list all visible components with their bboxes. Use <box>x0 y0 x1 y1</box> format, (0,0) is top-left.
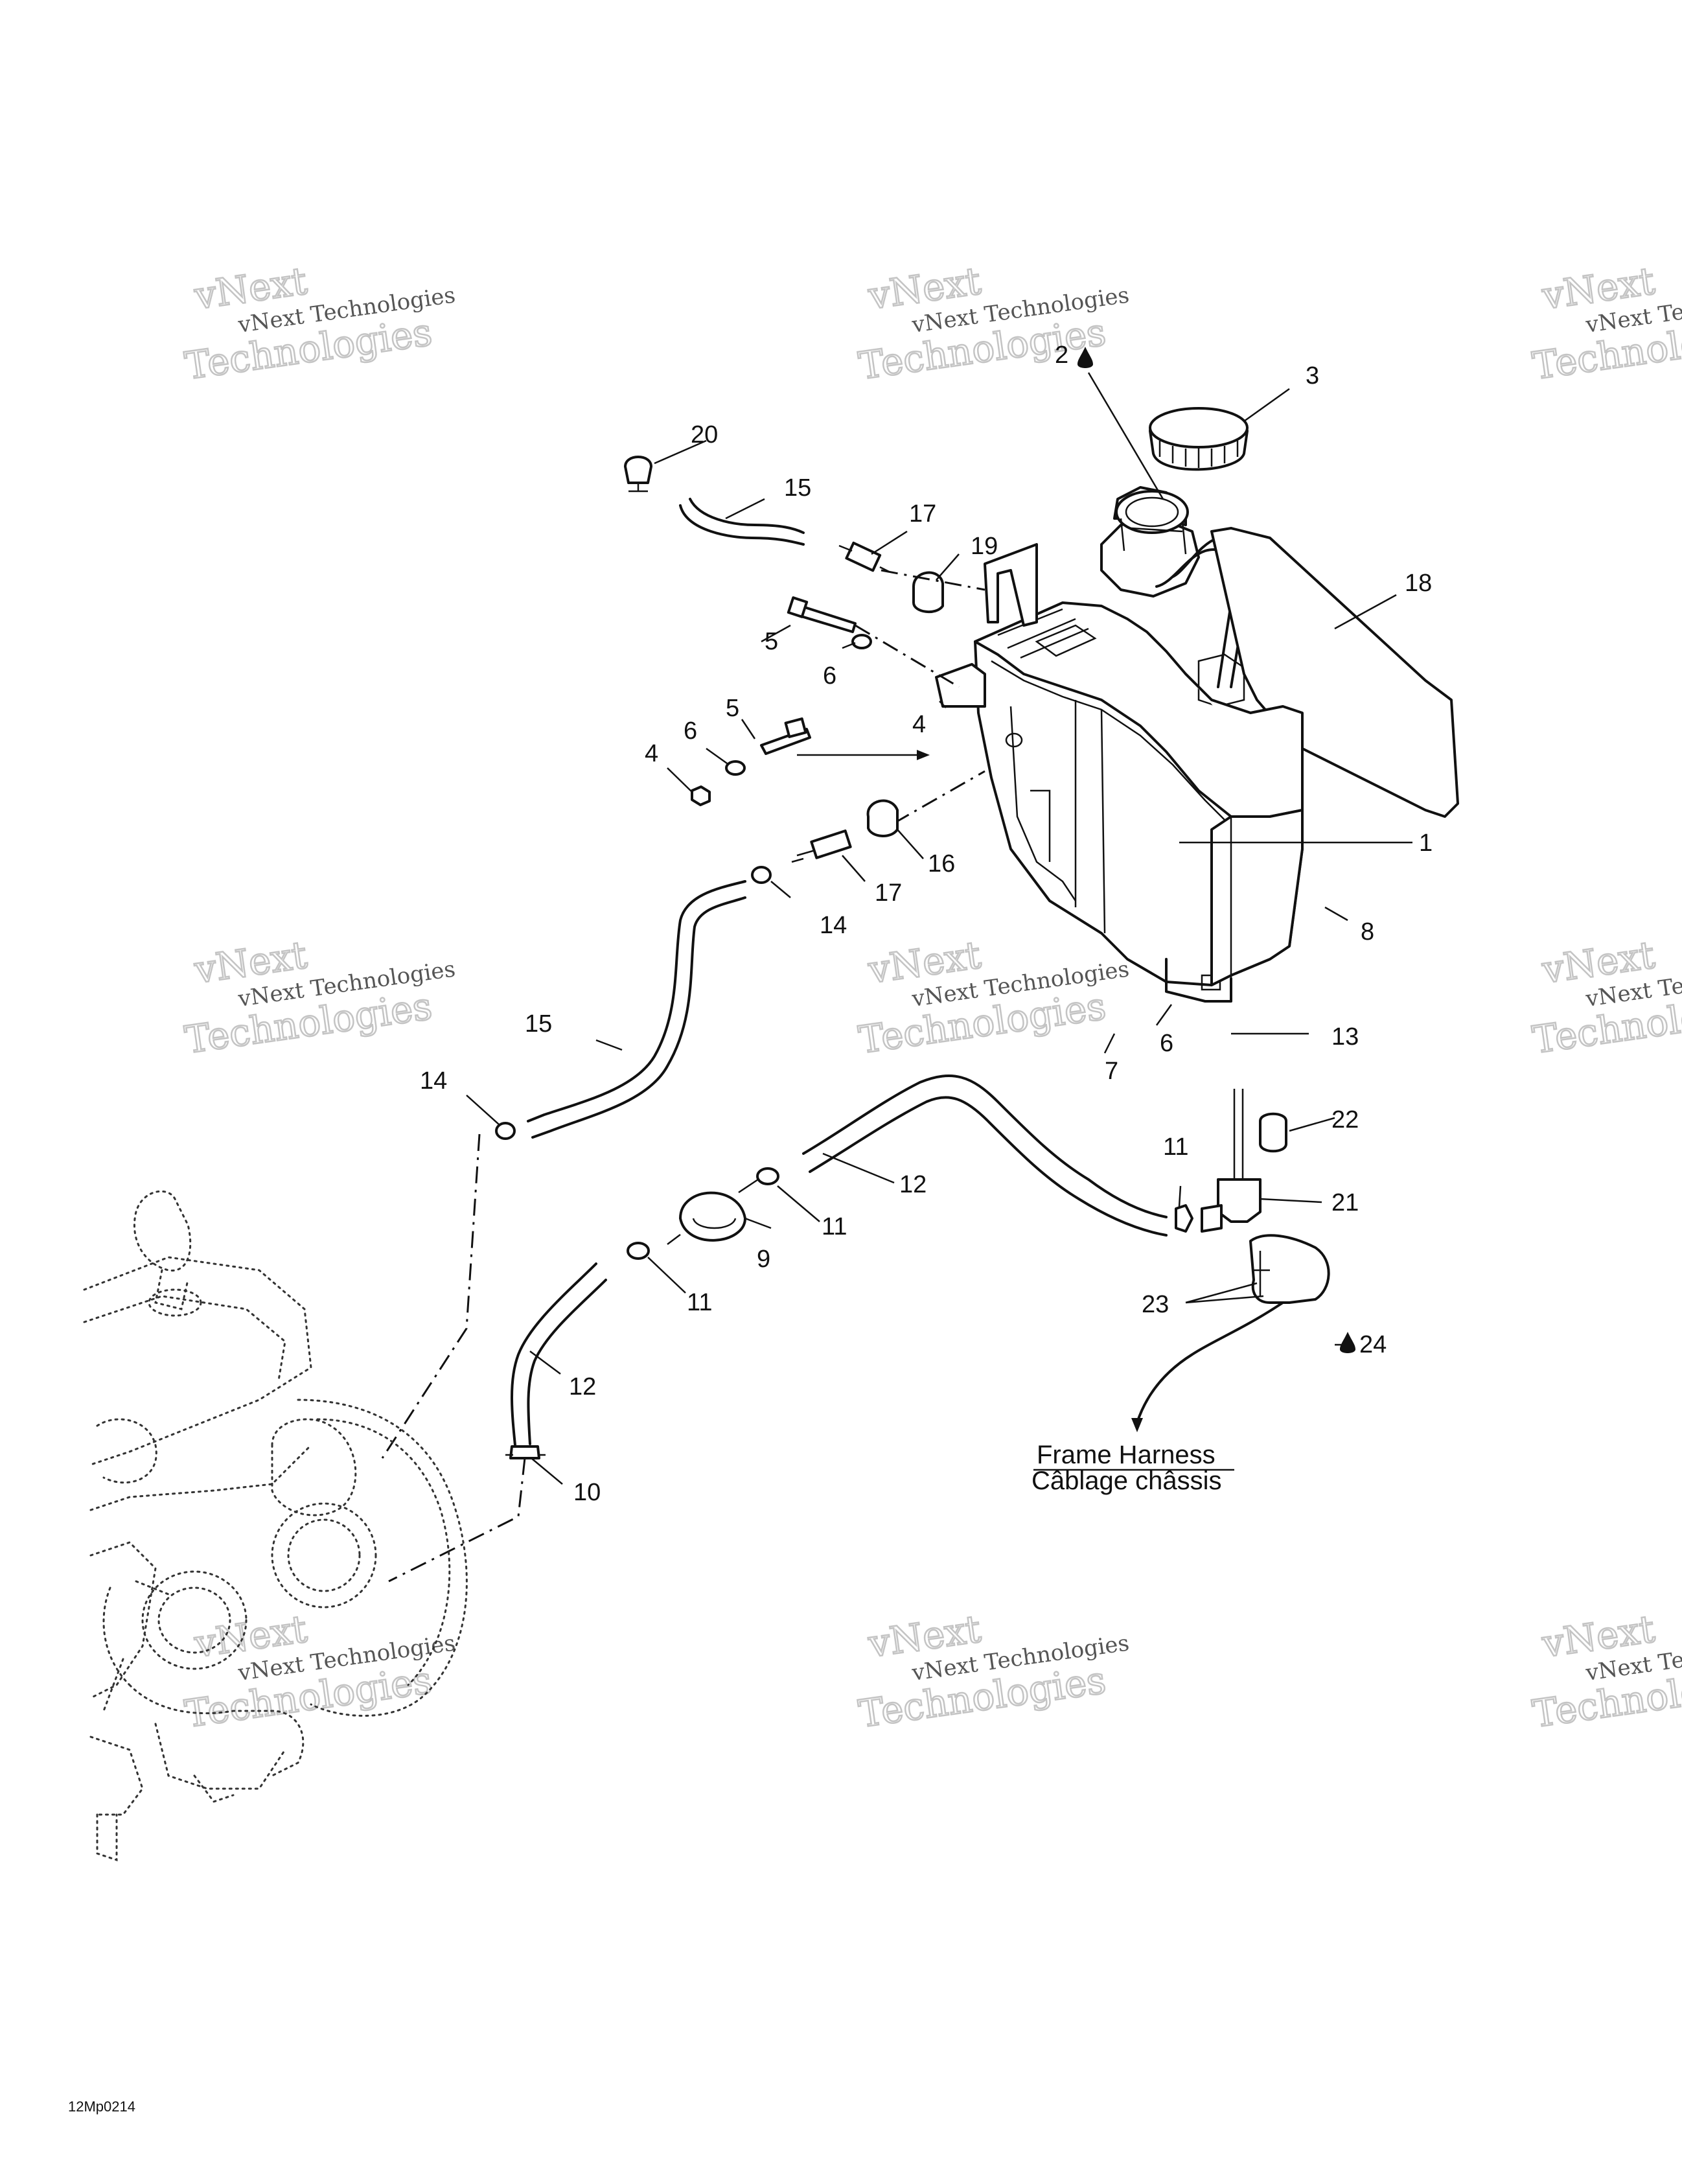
callout-14-lower: 14 <box>420 1067 447 1095</box>
grommet-axis-16 <box>893 770 985 824</box>
callout-18: 18 <box>1405 570 1432 597</box>
watermark-top-center: vNext Technologies vNext Technologies <box>855 258 1131 389</box>
callout-11-left: 11 <box>687 1289 712 1316</box>
grommet-19 <box>912 571 944 614</box>
sensor-21 <box>1201 1089 1262 1233</box>
callout-1: 1 <box>1419 830 1433 857</box>
fitting-17-lower <box>791 829 852 863</box>
clamp-11-left <box>627 1242 650 1260</box>
watermark-bottom-left: vNext Technologies vNext Technologies <box>181 1606 457 1737</box>
callout-12-lower: 12 <box>569 1373 596 1400</box>
callout-4-upper: 4 <box>912 711 926 738</box>
harness-23 <box>1131 1234 1330 1432</box>
callout-15-top: 15 <box>784 474 811 502</box>
washer-6-lower <box>725 760 746 776</box>
callout-19: 19 <box>971 533 998 560</box>
callout-17-top: 17 <box>909 500 936 528</box>
callout-6-lower: 6 <box>684 717 697 745</box>
guide-line-14-engine <box>381 1133 481 1459</box>
vent-cap-20 <box>624 456 652 493</box>
callout-3: 3 <box>1306 362 1319 389</box>
watermark-bottom-right: vNext Technologies vNext Technologies <box>1529 1606 1682 1737</box>
drop-icon-2 <box>1077 347 1093 368</box>
callout-11-right: 11 <box>1163 1133 1188 1161</box>
callout-15-lower: 15 <box>525 1010 552 1038</box>
callout-7: 7 <box>1105 1058 1118 1085</box>
fitting-17-top <box>845 541 882 572</box>
harness-label-en: Frame Harness <box>1037 1441 1215 1469</box>
watermark-mid-center: vNext Technologies vNext Technologies <box>855 932 1131 1063</box>
callout-16: 16 <box>928 850 955 877</box>
clamp-14-upper <box>751 866 772 884</box>
filter-9 <box>667 1178 759 1245</box>
mount-arrow <box>797 750 930 760</box>
guide-line-10-engine <box>388 1458 526 1583</box>
callout-10: 10 <box>573 1479 601 1506</box>
washer-6-upper <box>851 634 872 649</box>
callout-23: 23 <box>1142 1291 1169 1318</box>
callout-13: 13 <box>1331 1023 1359 1051</box>
callout-6-upper: 6 <box>823 662 836 690</box>
drawing-code: 12Mp0214 <box>68 2098 135 2115</box>
callout-9: 9 <box>757 1246 770 1273</box>
grommet-16 <box>866 799 899 837</box>
drop-icon-24 <box>1340 1332 1355 1353</box>
watermark-bottom-center: vNext Technologies vNext Technologies <box>855 1606 1131 1737</box>
hose-12-lower <box>511 1262 597 1446</box>
callout-24: 24 <box>1359 1331 1387 1358</box>
hose-15-lower <box>527 880 746 1122</box>
nut-4-lower <box>691 785 711 806</box>
tank-tab-upper <box>935 663 986 708</box>
leader-lines <box>466 372 1412 1485</box>
hose-12-lower-inner <box>527 1279 607 1445</box>
callout-11-mid: 11 <box>822 1213 847 1240</box>
callout-8: 8 <box>1361 918 1374 946</box>
callout-22: 22 <box>1331 1106 1359 1133</box>
watermark-group: vNext Technologies vNext Technologies vN… <box>181 258 1682 1737</box>
clamp-11-mid <box>756 1167 779 1185</box>
callout-4-lower: 4 <box>645 740 658 767</box>
oil-tank-front <box>1184 673 1304 986</box>
callout-20: 20 <box>691 421 718 448</box>
clamp-11-right <box>1175 1204 1193 1233</box>
hose-15-lower-inner <box>531 896 746 1139</box>
hose-12-upper <box>802 1075 1168 1218</box>
callout-5-upper: 5 <box>765 628 778 655</box>
harness-caption: Frame Harness Câblage châssis <box>1031 1441 1234 1495</box>
grommet-22 <box>1259 1112 1287 1153</box>
callout-14-upper: 14 <box>820 912 847 939</box>
callout-numbers: 1 2 3 4 4 4 5 5 6 6 6 7 8 9 10 11 11 11 … <box>420 342 1433 1506</box>
vent-hose-15-top <box>679 504 805 546</box>
harness-label-fr: Câblage châssis <box>1031 1467 1222 1495</box>
watermark-mid-left: vNext Technologies vNext Technologies <box>181 932 457 1063</box>
clamp-14-lower <box>495 1122 516 1140</box>
heat-shield-18 <box>1210 527 1459 818</box>
hose-12-upper-inner <box>809 1096 1168 1237</box>
callout-5-lower: 5 <box>726 695 739 722</box>
callout-2: 2 <box>1055 342 1068 369</box>
clamp-10 <box>509 1445 540 1459</box>
vent-hose-15-top-inner <box>689 498 805 534</box>
callout-17-lower: 17 <box>875 879 902 907</box>
watermark-top-left: vNext Technologies vNext Technologies <box>181 258 457 389</box>
bolt-axis-upper <box>855 624 960 688</box>
watermark-top-right: vNext Technologies vNext Technologies <box>1529 258 1682 389</box>
callout-6-bottom: 6 <box>1160 1030 1173 1057</box>
callout-12-upper: 12 <box>899 1171 927 1198</box>
engine-outline <box>83 1190 468 1862</box>
filler-cap-3 <box>1149 407 1249 471</box>
bolt-5-upper <box>787 596 857 633</box>
callout-21: 21 <box>1331 1189 1359 1216</box>
bolt-5-lower <box>760 717 811 755</box>
watermark-mid-right: vNext Technologies vNext Technologies <box>1529 932 1682 1063</box>
